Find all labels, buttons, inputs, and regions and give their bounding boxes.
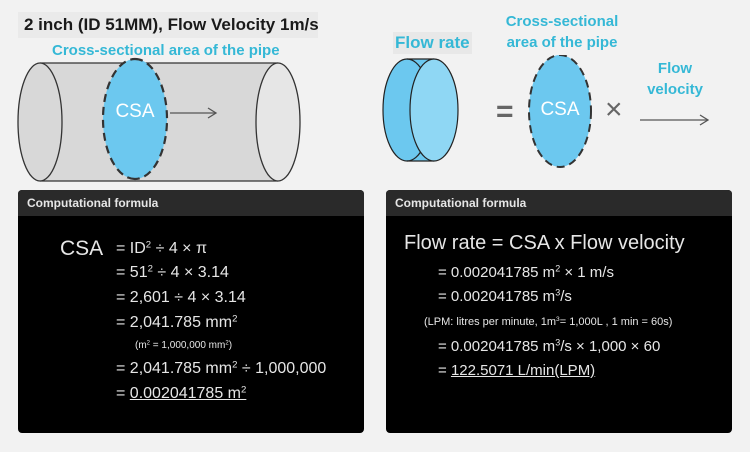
- right-csa-ellipse: [529, 55, 591, 167]
- csa-line-3: = 2,601 ÷ 4 × 3.14: [116, 289, 246, 306]
- flow-line-1: = 0.002041785 m2 × 1 m/s: [438, 263, 614, 281]
- flow-lpm-note: (LPM: litres per minute, 1m3= 1,000L , 1…: [424, 316, 673, 328]
- flow-rate-label: Flow rate: [393, 32, 472, 54]
- csa-line-6: = 2,041.785 mm2 ÷ 1,000,000: [116, 359, 327, 377]
- velocity-label-2: velocity: [647, 81, 703, 98]
- right-csa-text: CSA: [540, 99, 580, 120]
- csa-formula-panel: Computational formula CSA = ID2 ÷ 4 × π …: [18, 190, 364, 433]
- csa-unit-note: (m2 = 1,000,000 mm2): [135, 340, 233, 351]
- csa-symbol: CSA: [60, 237, 104, 260]
- flow-line-2: = 0.002041785 m3/s: [438, 287, 572, 305]
- pipe-area-label: Cross-sectional area of the pipe: [52, 42, 280, 59]
- flow-cylinder-right: [409, 58, 459, 162]
- csa-line-2: = 512 ÷ 4 × 3.14: [116, 263, 229, 281]
- csa-line-1: = ID2 ÷ 4 × π: [116, 239, 207, 257]
- flow-rate-illustration: [382, 55, 710, 168]
- pipe-left-end: [17, 62, 63, 182]
- pipe-csa-text: CSA: [115, 101, 155, 122]
- flow-line-4: = 0.002041785 m3/s × 1,000 × 60: [438, 337, 661, 355]
- velocity-label-1: Flow: [657, 60, 693, 77]
- right-area-label-1: Cross-sectional: [505, 13, 619, 30]
- csa-ellipse-dashed-edge: [134, 57, 169, 181]
- diagram-title: 2 inch (ID 51MM), Flow Velocity 1m/s: [18, 12, 319, 38]
- csa-line-4: = 2,041.785 mm2: [116, 313, 238, 331]
- flow-result: = 122.5071 L/min(LPM): [438, 362, 596, 379]
- csa-panel-header: Computational formula: [18, 190, 364, 216]
- flow-panel-header: Computational formula: [386, 190, 732, 216]
- pipe-right-end: [255, 62, 301, 182]
- csa-result: = 0.002041785 m2: [116, 384, 247, 402]
- pipe-illustration: [17, 57, 301, 182]
- times-sign: ×: [605, 93, 623, 126]
- csa-ellipse: [103, 59, 167, 179]
- flow-formula-panel: Computational formula Flow rate = CSA x …: [386, 190, 732, 433]
- right-area-label-2: area of the pipe: [506, 34, 618, 51]
- equals-sign: =: [496, 95, 514, 128]
- flow-headline: Flow rate = CSA x Flow velocity: [404, 232, 685, 254]
